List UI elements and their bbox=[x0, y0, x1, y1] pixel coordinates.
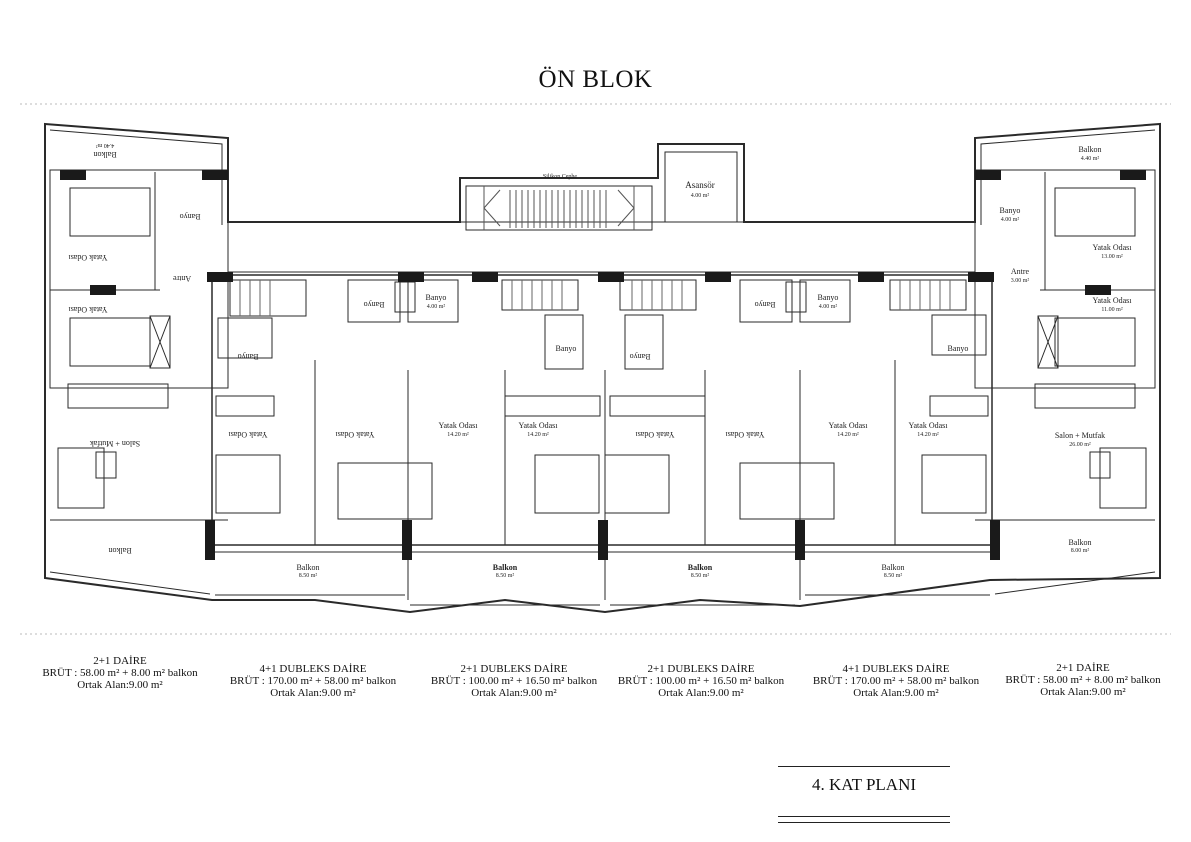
banyo-7-label: Banyo bbox=[238, 352, 259, 361]
unit-info-6: 2+1 DAİRE BRÜT : 58.00 m² + 8.00 m² balk… bbox=[988, 662, 1178, 698]
right-bedroom2-area: 11.00 m² bbox=[1101, 307, 1122, 313]
balcony-c2-area: 8.50 m² bbox=[496, 573, 515, 579]
balcony-c4-label: Balkon bbox=[881, 563, 904, 572]
right-bedroom-area: 13.00 m² bbox=[1101, 254, 1123, 260]
right-balcony-top-label: Balkon bbox=[1078, 145, 1101, 154]
banyo-1-area: 4.00 m² bbox=[427, 304, 446, 310]
balcony-c1-label: Balkon bbox=[296, 563, 319, 572]
banyo-6-label: Banyo bbox=[755, 300, 776, 309]
unit-type: 2+1 DAİRE bbox=[93, 655, 147, 667]
bedroom-c7-label: Yatak Odası bbox=[635, 430, 675, 439]
banyo-3-label: Banyo bbox=[556, 344, 577, 353]
page-title: ÖN BLOK bbox=[538, 66, 653, 93]
bedroom-c5-label: Yatak Odası bbox=[228, 430, 268, 439]
bedroom-c3-area: 14.20 m² bbox=[837, 432, 859, 438]
left-banyo-label: Banyo bbox=[180, 212, 201, 221]
right-balcony-area: 8.00 m² bbox=[1071, 548, 1090, 554]
unit-ortak: Ortak Alan:9.00 m² bbox=[853, 687, 939, 699]
balcony-c2-label: Balkon bbox=[493, 563, 518, 572]
right-salon-label: Salon + Mutfak bbox=[1055, 431, 1105, 440]
bedroom-c1-area: 14.20 m² bbox=[447, 432, 469, 438]
banyo-1-label: Banyo bbox=[426, 293, 447, 302]
unit-info-5: 4+1 DUBLEKS DAİRE BRÜT : 170.00 m² + 58.… bbox=[801, 663, 991, 699]
unit-ortak: Ortak Alan:9.00 m² bbox=[77, 679, 163, 691]
unit-type: 2+1 DAİRE bbox=[1056, 662, 1110, 674]
elevator-area: 4.00 m² bbox=[691, 193, 710, 199]
left-balcony-top-area: 4.40 m² bbox=[96, 142, 115, 148]
bedroom-c2-area: 14.20 m² bbox=[527, 432, 549, 438]
left-balcony-top-label: Balkon bbox=[93, 150, 116, 159]
unit-info-1: 2+1 DAİRE BRÜT : 58.00 m² + 8.00 m² balk… bbox=[25, 655, 215, 691]
left-antre-label: Antre bbox=[172, 274, 191, 283]
right-banyo-area: 4.00 m² bbox=[1001, 217, 1020, 223]
elevator-shaft bbox=[664, 151, 738, 223]
unit-ortak: Ortak Alan:9.00 m² bbox=[1040, 686, 1126, 698]
banyo-4-label: Banyo bbox=[948, 344, 969, 353]
right-balcony-label: Balkon bbox=[1068, 538, 1091, 547]
unit-ortak: Ortak Alan:9.00 m² bbox=[658, 687, 744, 699]
bedroom-c8-label: Yatak Odası bbox=[725, 430, 765, 439]
unit-type: 2+1 DUBLEKS DAİRE bbox=[647, 663, 755, 675]
unit-type: 4+1 DUBLEKS DAİRE bbox=[259, 663, 367, 675]
unit-info-4: 2+1 DUBLEKS DAİRE BRÜT : 100.00 m² + 16.… bbox=[606, 663, 796, 699]
banyo-5-label: Banyo bbox=[364, 300, 385, 309]
balcony-c3-area: 8.50 m² bbox=[691, 573, 710, 579]
balcony-c1-area: 8.50 m² bbox=[299, 573, 318, 579]
unit-brut: BRÜT : 58.00 m² + 8.00 m² balkon bbox=[42, 667, 198, 679]
bedroom-c1-label: Yatak Odası bbox=[439, 421, 479, 430]
right-balcony-top-area: 4.40 m² bbox=[1081, 156, 1100, 162]
unit-brut: BRÜT : 100.00 m² + 16.50 m² balkon bbox=[617, 675, 785, 687]
facade-label: Silikon Cephe bbox=[543, 174, 578, 180]
elevator-label: Asansör bbox=[685, 180, 715, 190]
plan-title: 4. KAT PLANI bbox=[811, 775, 917, 794]
right-banyo-label: Banyo bbox=[1000, 206, 1021, 215]
outer-wall bbox=[44, 122, 1161, 614]
right-bedroom-label: Yatak Odası bbox=[1093, 243, 1133, 252]
balcony-c4-area: 8.50 m² bbox=[884, 573, 903, 579]
unit-info-2: 4+1 DUBLEKS DAİRE BRÜT : 170.00 m² + 58.… bbox=[218, 663, 408, 699]
banyo-2-area: 4.00 m² bbox=[819, 304, 838, 310]
unit-ortak: Ortak Alan:9.00 m² bbox=[270, 687, 356, 699]
plan-title-block: 4. KAT PLANI bbox=[778, 766, 950, 823]
unit-info-3: 2+1 DUBLEKS DAİRE BRÜT : 100.00 m² + 16.… bbox=[419, 663, 609, 699]
unit-brut: BRÜT : 58.00 m² + 8.00 m² balkon bbox=[1005, 674, 1161, 686]
left-salon-label: Salon + Mutfak bbox=[90, 439, 140, 448]
balcony-c3-label: Balkon bbox=[688, 563, 713, 572]
bedroom-c3-label: Yatak Odası bbox=[829, 421, 869, 430]
unit-ortak: Ortak Alan:9.00 m² bbox=[471, 687, 557, 699]
unit-brut: BRÜT : 170.00 m² + 58.00 m² balkon bbox=[229, 675, 397, 687]
right-antre-label: Antre bbox=[1011, 267, 1030, 276]
bedroom-c4-area: 14.20 m² bbox=[917, 432, 939, 438]
unit-type: 2+1 DUBLEKS DAİRE bbox=[460, 663, 568, 675]
bedroom-c6-label: Yatak Odası bbox=[335, 430, 375, 439]
main-stair bbox=[465, 185, 653, 231]
right-bedroom2-label: Yatak Odası bbox=[1093, 296, 1133, 305]
left-balcony-label: Balkon bbox=[108, 546, 131, 555]
right-salon-area: 26.00 m² bbox=[1069, 442, 1091, 448]
unit-brut: BRÜT : 170.00 m² + 58.00 m² balkon bbox=[812, 675, 980, 687]
unit-brut: BRÜT : 100.00 m² + 16.50 m² balkon bbox=[430, 675, 598, 687]
bedroom-c4-label: Yatak Odası bbox=[909, 421, 949, 430]
bedroom-c2-label: Yatak Odası bbox=[519, 421, 559, 430]
unit-type: 4+1 DUBLEKS DAİRE bbox=[842, 663, 950, 675]
right-antre-area: 3.00 m² bbox=[1011, 278, 1030, 284]
left-bedroom2-label: Yatak Odası bbox=[68, 305, 108, 314]
left-bedroom-label: Yatak Odası bbox=[68, 253, 108, 262]
banyo-8-label: Banyo bbox=[630, 352, 651, 361]
banyo-2-label: Banyo bbox=[818, 293, 839, 302]
